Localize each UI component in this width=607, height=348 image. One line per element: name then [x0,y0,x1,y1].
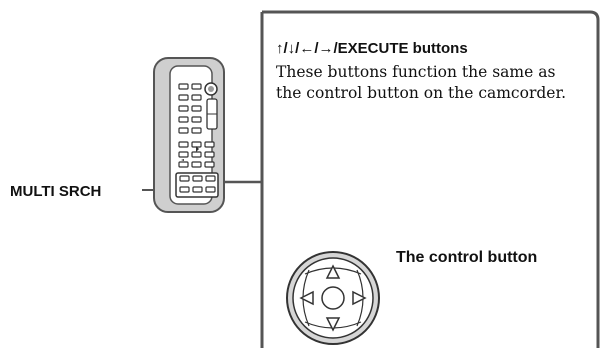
multi-srch-label: MULTI SRCH [10,183,102,200]
remote-commander-icon [153,57,225,213]
callout-box [262,10,600,348]
four-way-control-pad-icon [286,251,380,345]
buttons-description: These buttons function the same as the c… [276,63,567,102]
control-button-label: The control button [396,249,538,266]
buttons-heading: ↑/↓/←/→/EXECUTE buttons [276,40,468,57]
